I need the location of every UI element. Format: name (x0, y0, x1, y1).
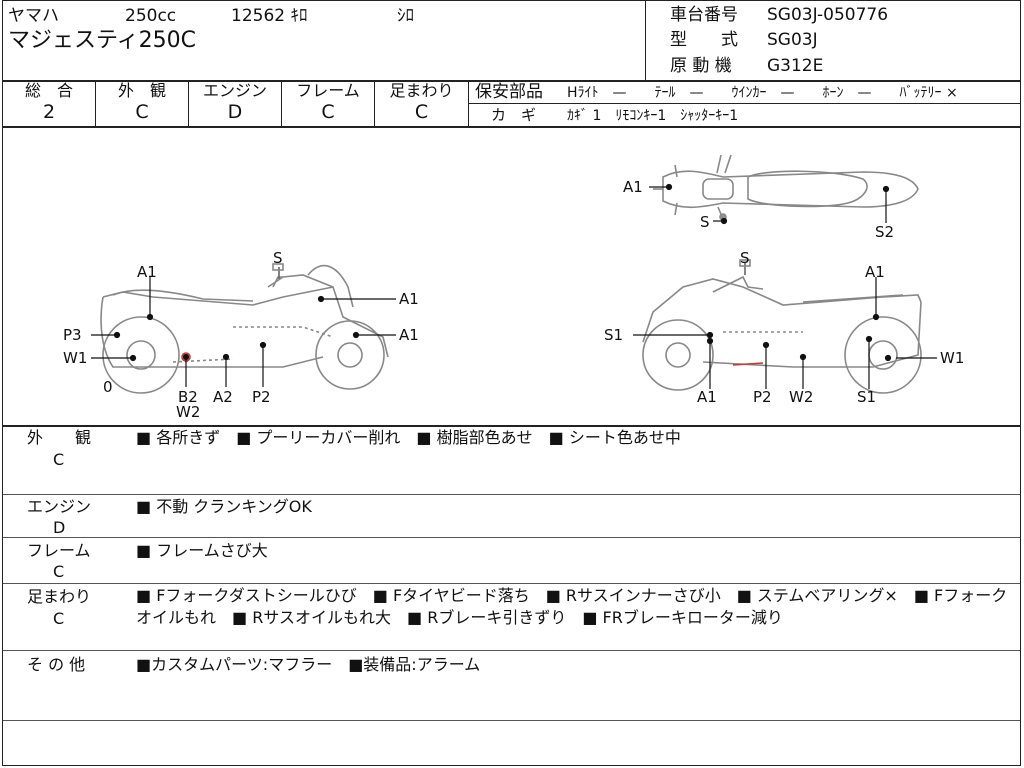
chassis-label: 車台番号 (670, 5, 738, 25)
label-right-s1-bottom: S1 (857, 388, 876, 406)
note-body-other: ■カスタムパーツ:マフラー ■装備品:アラーム (136, 655, 481, 674)
note-body-suspension: ■ Fフォークダストシールひび ■ Fタイヤビード落ち ■ Rサスインナーさび小… (136, 586, 1008, 627)
note-head-frame: フレーム (27, 541, 91, 560)
engine-label: 原 動 機 (670, 56, 732, 76)
chassis-value: SG03J-050776 (767, 5, 889, 25)
divider (3, 537, 1020, 538)
divider (3, 583, 1020, 584)
label-top-a1: A1 (623, 178, 643, 196)
note-grade-exterior: C (53, 450, 65, 469)
divider (3, 650, 1020, 651)
label-left-zero: 0 (103, 378, 113, 396)
maker: ヤマハ (8, 6, 59, 26)
note-head-engine: エンジン (27, 497, 92, 516)
header-left: ヤマハ 250cc 12562 ｷﾛ ｼﾛ マジェスティ250C (3, 1, 646, 80)
label-left-a1-r1: A1 (399, 290, 419, 308)
label-left-w2: W2 (176, 403, 200, 421)
label-left-a1-top: A1 (137, 263, 157, 281)
safety-items: Hﾗｲﾄ — ﾃｰﾙ — ｳｲﾝｶｰ — ﾎｰﾝ — ﾊﾞｯﾃﾘｰ × (567, 85, 958, 101)
scooter-right-side-view (642, 259, 922, 394)
key-items: ｶｷﾞ 1 ﾘﾓｺﾝｷｰ1 ｼｬｯﾀｰｷｰ1 (567, 108, 739, 124)
note-body-engine: ■ 不動 クランキングOK (136, 497, 312, 516)
label-left-w1: W1 (63, 349, 87, 367)
displacement: 250cc (125, 6, 177, 26)
note-grade-engine: D (53, 518, 66, 537)
note-body-exterior: ■ 各所きず ■ プーリーカバー削れ ■ 樹脂部色あせ ■ シート色あせ中 (136, 428, 681, 447)
label-right-s1-left: S1 (604, 326, 623, 344)
label-right-s: S (740, 249, 750, 267)
safety-title: 保安部品 (475, 82, 543, 102)
divider (3, 720, 1020, 721)
scooter-diagram: A1 S S2 S A1 A1 A1 P3 W1 0 B2 W2 A2 P2 S… (63, 154, 964, 421)
key-label: カ ギ (491, 106, 537, 124)
label-right-a1-top: A1 (865, 263, 885, 281)
label-left-b2: B2 (178, 388, 198, 406)
divider (3, 494, 1020, 495)
note-head-other: そ の 他 (27, 655, 86, 674)
note-grade-frame: C (53, 562, 65, 581)
damage-diagram: A1 S S2 S A1 A1 A1 P3 W1 0 B2 W2 A2 P2 S… (3, 127, 1020, 425)
header-right: 車台番号 SG03J-050776 型 式 SG03J 原 動 機 G312E (646, 1, 1020, 80)
label-right-w1: W1 (940, 349, 964, 367)
note-head-exterior: 外 観 (27, 428, 92, 447)
safety-parts: 保安部品 Hﾗｲﾄ — ﾃｰﾙ — ｳｲﾝｶｰ — ﾎｰﾝ — ﾊﾞｯﾃﾘｰ ×… (469, 81, 1020, 126)
type-label: 型 式 (670, 30, 738, 50)
note-head-suspension: 足まわり (27, 587, 92, 606)
divider (3, 80, 1020, 82)
scooter-top-view (653, 154, 919, 221)
label-top-s: S (700, 213, 710, 231)
color: ｼﾛ (397, 6, 414, 26)
divider (3, 425, 1020, 427)
note-grade-suspension: C (53, 609, 65, 628)
label-right-w2: W2 (789, 388, 813, 406)
label-left-p2: P2 (252, 388, 271, 406)
label-right-a1-bottom: A1 (697, 388, 717, 406)
scooter-left-side-view (100, 263, 389, 394)
label-left-a2: A2 (213, 388, 233, 406)
model-name: マジェスティ250C (8, 28, 197, 53)
type-value: SG03J (767, 30, 818, 50)
divider (3, 126, 1020, 128)
label-left-a1-r2: A1 (399, 326, 419, 344)
label-right-p2: P2 (753, 388, 772, 406)
label-top-s2: S2 (875, 223, 894, 241)
mileage: 12562 ｷﾛ (231, 6, 308, 26)
safety-row: 保安部品 Hﾗｲﾄ — ﾃｰﾙ — ｳｲﾝｶｰ — ﾎｰﾝ — ﾊﾞｯﾃﾘｰ × (469, 81, 1020, 104)
note-body-frame: ■ フレームさび大 (136, 541, 268, 560)
label-left-s: S (273, 249, 283, 267)
label-left-p3: P3 (63, 326, 82, 344)
engine-value: G312E (767, 56, 824, 76)
